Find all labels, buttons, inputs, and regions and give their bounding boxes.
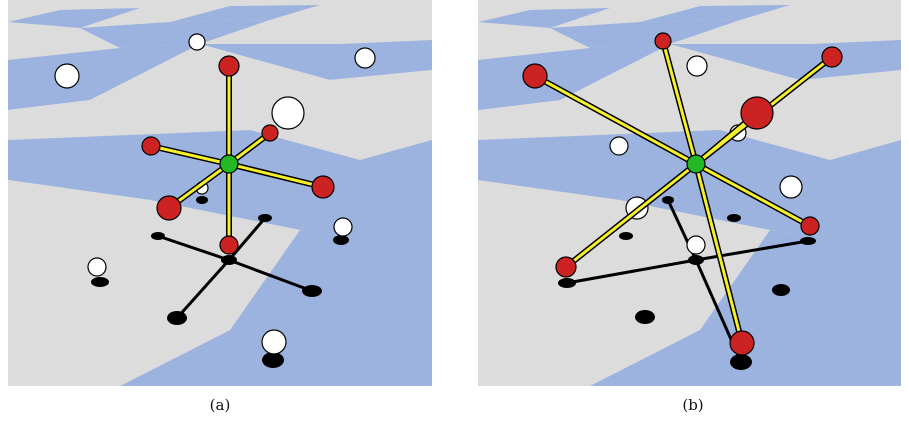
caption-b: (b) — [682, 396, 704, 414]
endpoints-a — [141, 55, 335, 255]
shadow-blobs-a — [91, 196, 349, 368]
hub-b — [686, 154, 706, 174]
endpoints-b — [522, 32, 843, 356]
panel-a — [8, 0, 432, 386]
shadow-blobs-b — [558, 196, 816, 370]
hub-a — [219, 154, 239, 174]
shadow-skeleton-a — [157, 217, 313, 320]
panel-b — [478, 0, 901, 386]
caption-a: (a) — [209, 396, 231, 414]
